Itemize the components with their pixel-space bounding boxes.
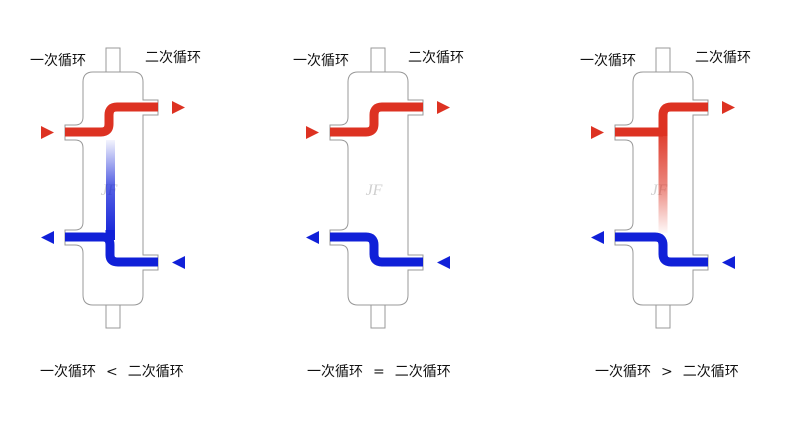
- separator-diagram-2: JF: [306, 47, 450, 329]
- caption-operator: =: [373, 364, 385, 380]
- arrow-left-icon: [306, 231, 319, 244]
- secondary-circuit-label: 二次循环: [408, 50, 464, 66]
- caption-right: 二次循环: [394, 364, 451, 380]
- arrow-right-icon: [41, 126, 54, 139]
- arrow-left-icon: [591, 231, 604, 244]
- arrow-left-icon: [41, 231, 54, 244]
- caption-operator: <: [106, 364, 118, 380]
- bypass-flow: [106, 140, 115, 240]
- watermark-logo: JF: [366, 182, 383, 199]
- separator-diagram-1: JF: [41, 47, 185, 329]
- caption-left: 一次循环: [595, 364, 651, 380]
- cold-flow-line: [65, 232, 158, 267]
- comparison-caption-3: 一次循环 > 二次循环: [595, 361, 739, 381]
- separator-diagram-3: JF: [591, 47, 735, 329]
- cold-flow-line: [615, 232, 708, 267]
- caption-operator: >: [661, 364, 673, 380]
- caption-left: 一次循环: [40, 364, 96, 380]
- secondary-circuit-label: 二次循环: [695, 50, 751, 66]
- cold-flow-line: [330, 232, 423, 267]
- hot-flow-line: [658, 102, 708, 136]
- secondary-circuit-label: 二次循环: [145, 50, 201, 66]
- primary-circuit-label: 一次循环: [293, 53, 349, 69]
- caption-right: 二次循环: [127, 364, 184, 380]
- primary-circuit-label: 一次循环: [580, 53, 636, 69]
- primary-circuit-label: 一次循环: [30, 53, 86, 69]
- comparison-caption-2: 一次循环 = 二次循环: [307, 361, 451, 381]
- arrow-right-icon: [722, 101, 735, 114]
- arrow-right-icon: [172, 101, 185, 114]
- bypass-flow: [658, 125, 668, 233]
- arrow-right-icon: [591, 126, 604, 139]
- comparison-caption-1: 一次循环 < 二次循环: [40, 361, 184, 381]
- arrow-left-icon: [437, 256, 450, 269]
- arrow-left-icon: [172, 256, 185, 269]
- arrow-left-icon: [722, 256, 735, 269]
- caption-left: 一次循环: [307, 364, 363, 380]
- arrow-right-icon: [437, 101, 450, 114]
- caption-right: 二次循环: [682, 364, 739, 380]
- hot-flow-line: [65, 102, 158, 137]
- arrow-right-icon: [306, 126, 319, 139]
- hot-flow-line: [330, 102, 423, 137]
